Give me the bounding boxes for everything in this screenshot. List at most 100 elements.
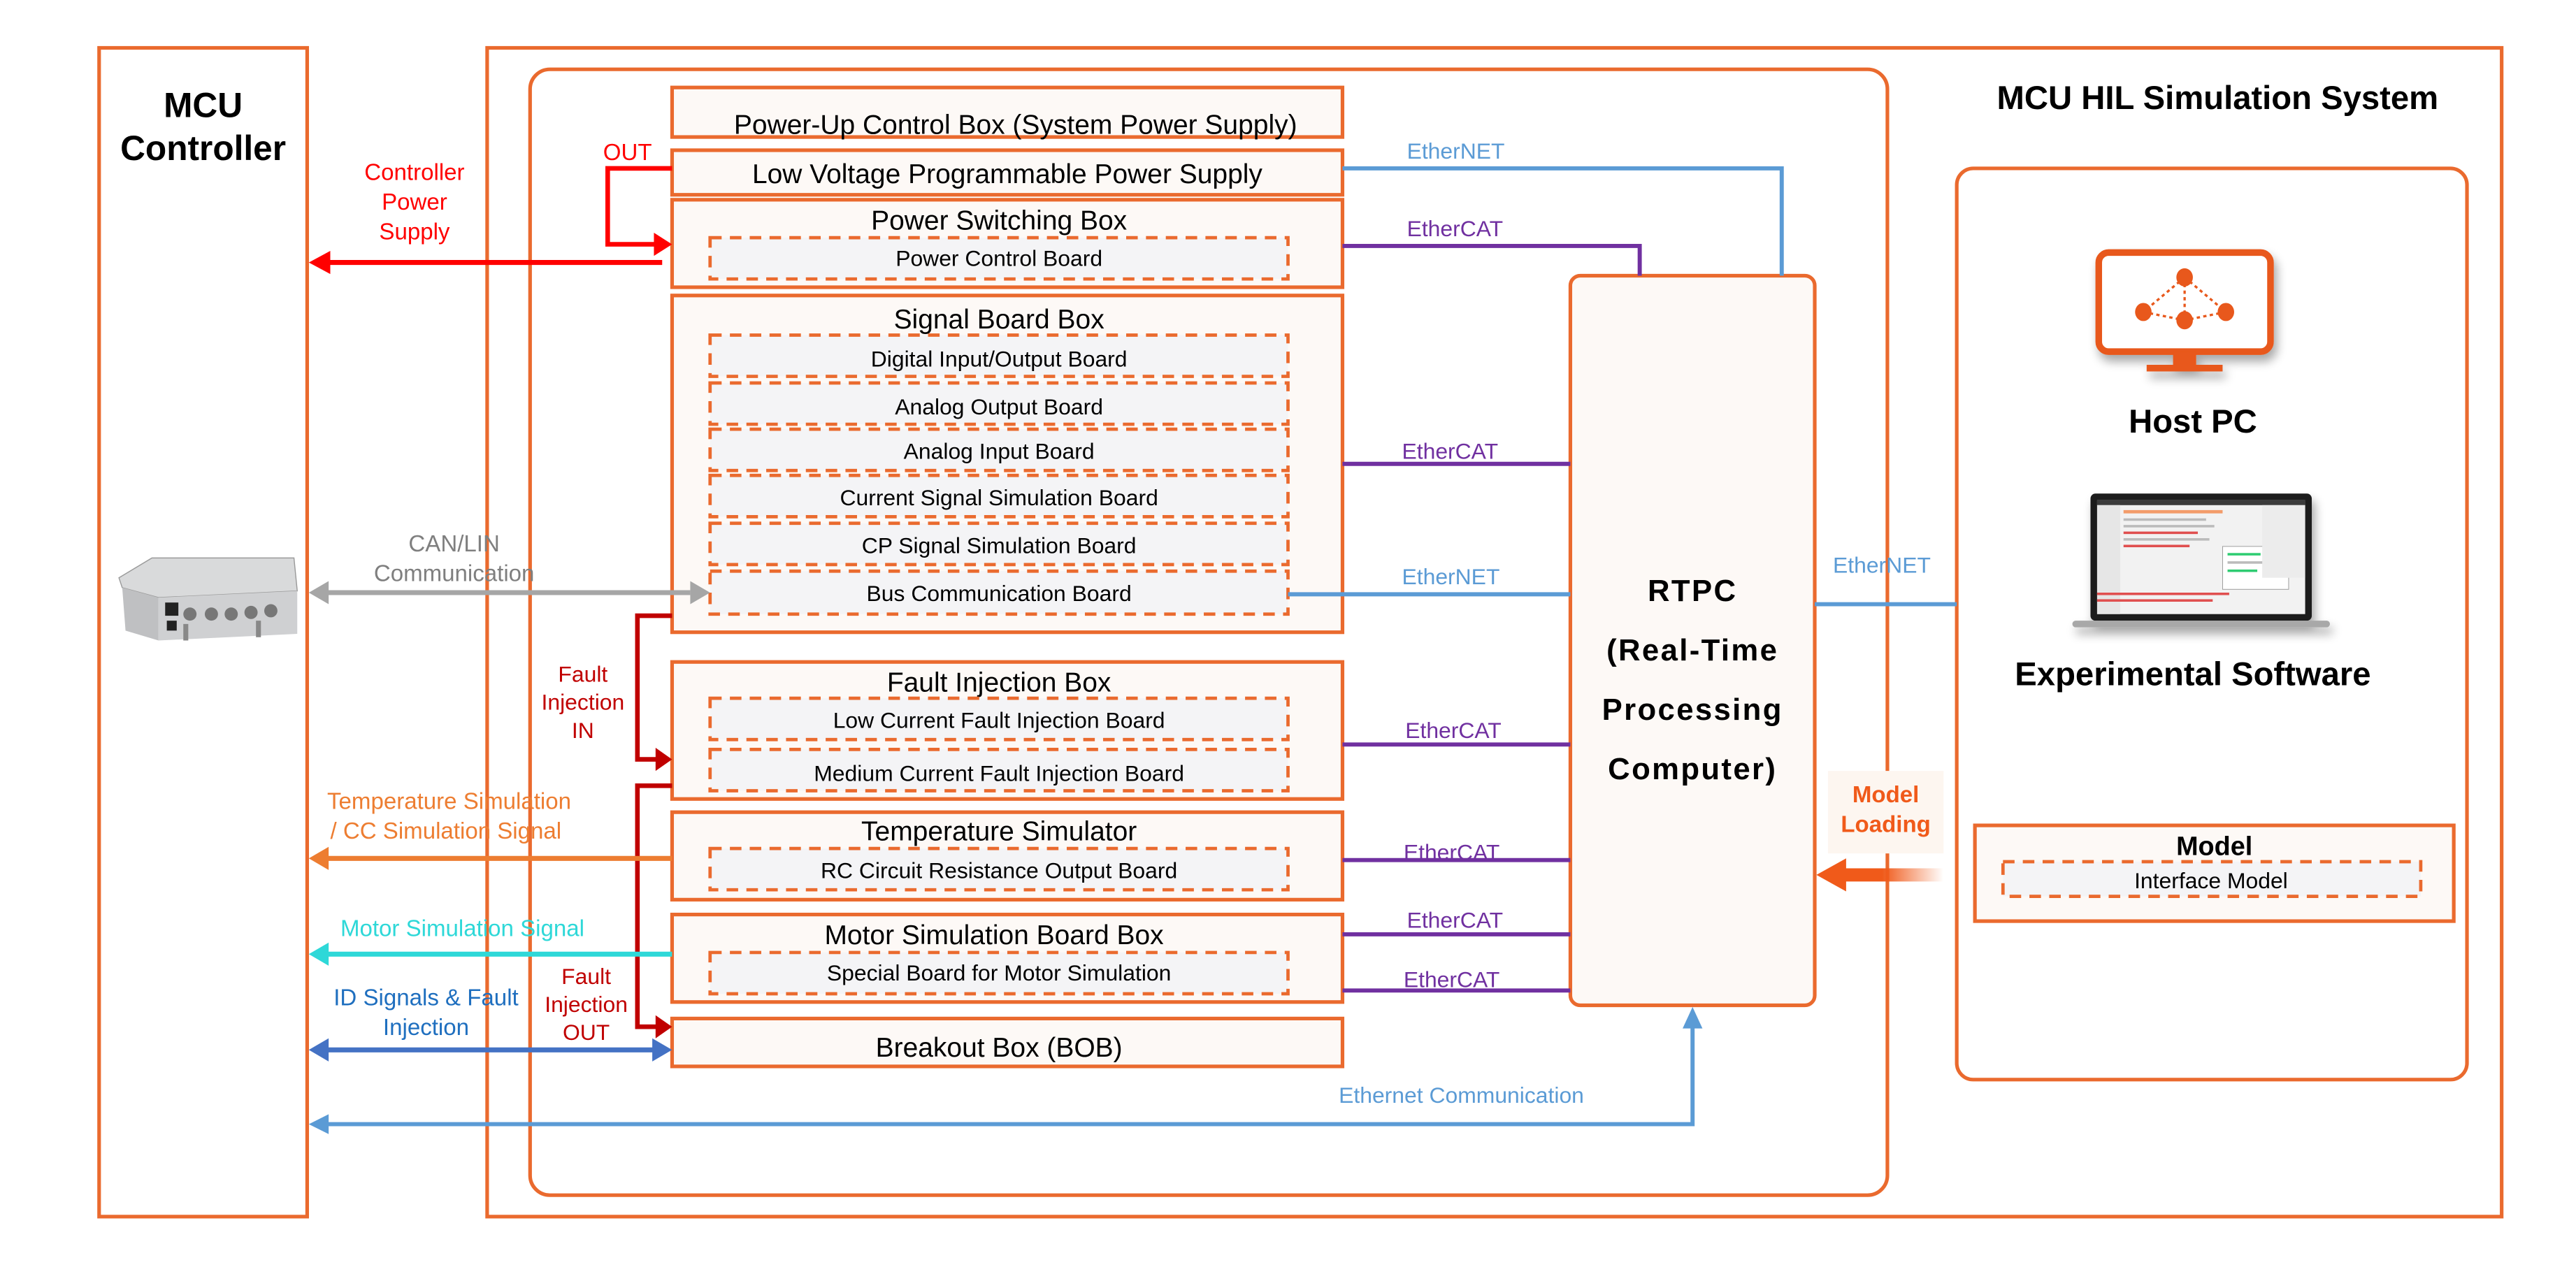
board-medium-current-fault bbox=[708, 748, 1290, 793]
ethernet-comm-label: Ethernet Communication bbox=[1339, 1083, 1584, 1108]
software-label: Experimental Software bbox=[2015, 656, 2370, 693]
fault-in-line2: Injection bbox=[542, 690, 625, 715]
model-loading-arrowhead bbox=[1816, 858, 1846, 892]
mcu-title-line1: MCU bbox=[164, 86, 243, 125]
ethernet-label: EtherNET bbox=[1402, 564, 1499, 589]
id-signals-line2: Injection bbox=[383, 1015, 469, 1041]
signal-board-box: Signal Board Box Digital Input/Output Bo… bbox=[670, 294, 1345, 635]
breakout-box: Breakout Box (BOB) bbox=[670, 1016, 1345, 1069]
model-box: Model Interface Model bbox=[1973, 823, 2456, 923]
canlin-line2: Communication bbox=[374, 560, 535, 586]
power-switching-title: Power Switching Box bbox=[871, 205, 1128, 236]
board-label: Digital Input/Output Board bbox=[871, 346, 1128, 371]
board-label: RC Circuit Resistance Output Board bbox=[821, 858, 1177, 883]
rtpc-box: RTPC (Real-Time Processing Computer) bbox=[1568, 273, 1817, 1008]
system-title: MCU HIL Simulation System bbox=[1997, 80, 2439, 117]
host-pc-frame bbox=[1955, 166, 2469, 1082]
board-power-control bbox=[708, 236, 1290, 281]
motor-simulation-box: Motor Simulation Board Box Special Board… bbox=[670, 913, 1345, 1004]
power-up-title: Power-Up Control Box (System Power Suppl… bbox=[734, 110, 1297, 140]
fault-injection-box: Fault Injection Box Low Current Fault In… bbox=[670, 660, 1345, 801]
ethercat-line-power-switching bbox=[1342, 244, 1642, 276]
rtpc-line1: RTPC bbox=[1648, 574, 1737, 608]
fault-out-line1: Fault bbox=[561, 964, 611, 989]
controller-power-line3: Supply bbox=[379, 219, 450, 245]
model-loading-line2: Loading bbox=[1841, 812, 1930, 838]
board-current-signal bbox=[708, 473, 1290, 519]
controller-power-line1: Controller bbox=[364, 159, 464, 185]
board-label: Medium Current Fault Injection Board bbox=[814, 760, 1184, 786]
ethernet-comm-arrowhead-left bbox=[308, 1114, 329, 1134]
board-motor-special bbox=[708, 950, 1290, 996]
fault-out-line3: OUT bbox=[563, 1020, 610, 1045]
temperature-signal-arrowhead bbox=[308, 846, 329, 870]
board-rc-circuit bbox=[708, 846, 1290, 892]
canlin-line1: CAN/LIN bbox=[408, 531, 499, 557]
fault-in-line1: Fault bbox=[558, 662, 607, 687]
ethernet-line-lvpps bbox=[1342, 166, 1784, 276]
temperature-signal-line1: Temperature Simulation bbox=[327, 788, 571, 814]
board-label: Interface Model bbox=[2134, 868, 2288, 893]
fault-out-line bbox=[635, 783, 672, 1029]
board-label: CP Signal Simulation Board bbox=[862, 533, 1137, 558]
id-signals-line1: ID Signals & Fault bbox=[333, 985, 519, 1011]
canlin-arrowhead-left bbox=[308, 581, 329, 605]
power-switching-box: Power Switching Box Power Control Board bbox=[670, 198, 1345, 289]
fault-out-arrowhead bbox=[655, 1015, 672, 1038]
fault-in-line3: IN bbox=[572, 718, 594, 743]
ethercat-label: EtherCAT bbox=[1404, 967, 1500, 992]
rtpc-line3: Processing bbox=[1602, 693, 1783, 727]
model-loading-arrow-shaft bbox=[1841, 868, 1944, 882]
temperature-simulator-box: Temperature Simulator RC Circuit Resista… bbox=[670, 810, 1345, 902]
lvpps-title: Low Voltage Programmable Power Supply bbox=[752, 159, 1262, 189]
ethernet-label-host: EtherNET bbox=[1833, 553, 1931, 578]
ethercat-label: EtherCAT bbox=[1407, 216, 1504, 241]
temperature-signal-line2: / CC Simulation Signal bbox=[331, 818, 562, 844]
board-label: Current Signal Simulation Board bbox=[840, 485, 1158, 510]
fault-out-line2: Injection bbox=[545, 992, 628, 1017]
low-voltage-power-supply-box: Low Voltage Programmable Power Supply bbox=[670, 148, 1345, 197]
model-title: Model bbox=[2176, 832, 2252, 862]
mcu-title-line2: Controller bbox=[120, 129, 286, 168]
ethercat-label: EtherCAT bbox=[1405, 718, 1502, 743]
hil-system-frame bbox=[485, 45, 2504, 1219]
fault-injection-title: Fault Injection Box bbox=[887, 668, 1111, 698]
fault-in-line bbox=[635, 613, 672, 762]
board-cp-signal bbox=[708, 521, 1290, 567]
ethernet-label: EtherNET bbox=[1407, 138, 1505, 164]
id-signals-arrowhead-right bbox=[652, 1038, 672, 1062]
signal-board-title: Signal Board Box bbox=[894, 305, 1105, 335]
ethercat-label: EtherCAT bbox=[1407, 908, 1504, 933]
power-up-control-box: Power-Up Control Box (System Power Suppl… bbox=[670, 85, 1345, 140]
ethercat-label: EtherCAT bbox=[1404, 840, 1500, 865]
ecu-hardware-icon bbox=[118, 557, 298, 641]
board-low-current-fault bbox=[708, 696, 1290, 741]
board-label: Bus Communication Board bbox=[867, 581, 1132, 606]
ethernet-comm-line bbox=[326, 1027, 1695, 1127]
hardware-frame bbox=[528, 67, 1890, 1197]
rtpc-line4: Computer) bbox=[1608, 752, 1777, 786]
ethernet-comm-arrowhead-up bbox=[1683, 1006, 1703, 1029]
motor-title: Motor Simulation Board Box bbox=[824, 920, 1164, 950]
temperature-title: Temperature Simulator bbox=[861, 816, 1137, 846]
mcu-controller-frame bbox=[97, 45, 310, 1219]
board-label: Power Control Board bbox=[895, 245, 1102, 270]
board-label: Analog Output Board bbox=[895, 394, 1103, 419]
board-analog-input bbox=[708, 427, 1290, 472]
board-analog-output bbox=[708, 381, 1290, 426]
board-interface-model bbox=[2001, 860, 2423, 898]
power-out-arrowhead bbox=[654, 233, 672, 256]
board-label: Analog Input Board bbox=[904, 439, 1095, 464]
motor-signal-arrowhead bbox=[308, 942, 329, 966]
model-loading-line1: Model bbox=[1852, 782, 1919, 808]
ethercat-label: EtherCAT bbox=[1402, 439, 1498, 464]
board-digital-io bbox=[708, 333, 1290, 378]
rtpc-line2: (Real-Time bbox=[1606, 633, 1778, 667]
model-loading-bg bbox=[1827, 771, 1944, 854]
bob-title: Breakout Box (BOB) bbox=[876, 1033, 1123, 1063]
power-out-loop bbox=[605, 166, 672, 247]
laptop-screenshot-icon bbox=[2072, 493, 2330, 628]
host-pc-label: Host PC bbox=[2129, 403, 2257, 440]
motor-signal-label: Motor Simulation Signal bbox=[340, 915, 584, 941]
